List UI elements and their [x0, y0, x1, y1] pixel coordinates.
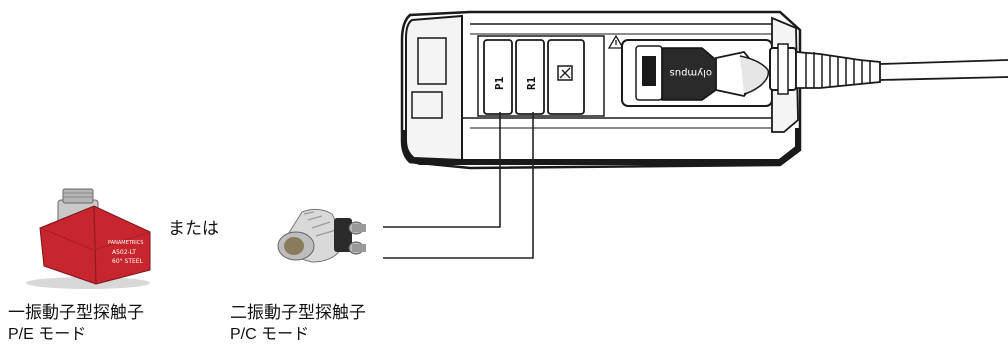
probe-cable [769, 43, 1008, 95]
probe-body-label-3: 60° STEEL [112, 258, 144, 265]
dual-element-probe-name: 二振動子型探触子 [230, 303, 366, 323]
port-label-r1: R1 [525, 76, 538, 90]
dual-element-probe-mode: P/C モード [230, 326, 310, 343]
single-element-probe-name: 一振動子型探触子 [8, 303, 144, 323]
warning-icon [607, 34, 625, 49]
port-label-p1: P1 [493, 76, 506, 90]
dual-element-probe-image [277, 208, 366, 263]
single-element-probe-mode: P/E モード [8, 326, 87, 343]
instrument-device: P1 R1 olympus [400, 10, 802, 170]
single-element-probe-caption: 一振動子型探触子 P/E モード [8, 302, 144, 346]
probe-body-label-1: PANAMETRICS [108, 240, 143, 246]
probe-body-label-2: A502-LT [112, 249, 136, 256]
connector-brand-label: olympus [670, 67, 712, 78]
connection-wires [383, 112, 534, 259]
single-element-probe-image: PANAMETRICS A502-LT 60° STEEL [26, 188, 151, 289]
port-icon [557, 65, 573, 81]
dual-element-probe-caption: 二振動子型探触子 P/C モード [230, 302, 366, 346]
or-label: または [168, 219, 219, 239]
